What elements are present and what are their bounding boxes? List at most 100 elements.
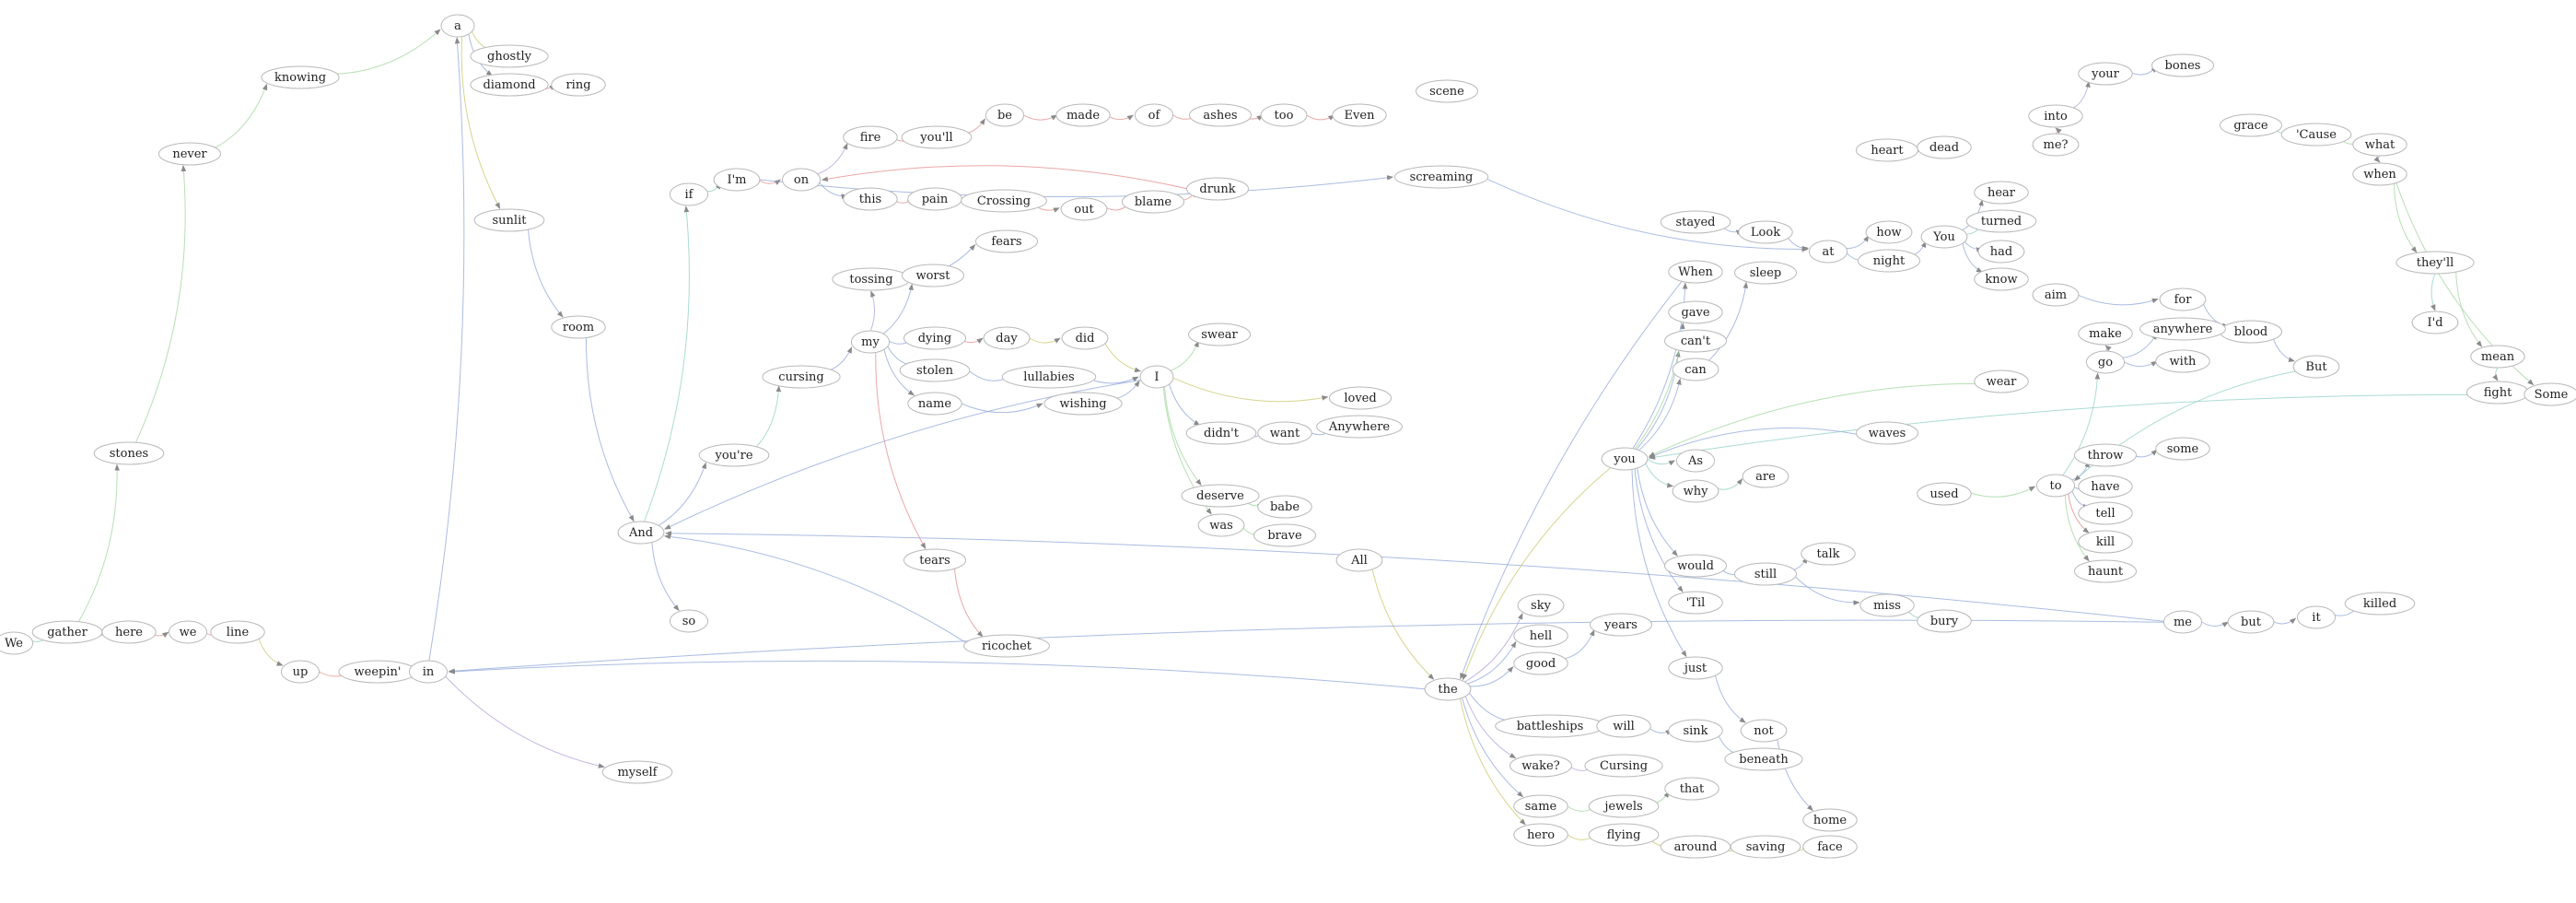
node-used[interactable]: used: [1917, 482, 1972, 506]
node-you[interactable]: You: [1920, 225, 1968, 249]
node-same[interactable]: same: [1513, 794, 1568, 818]
node-wear[interactable]: wear: [1974, 369, 2029, 393]
node-heart[interactable]: heart: [1856, 138, 1918, 162]
node-worst[interactable]: worst: [902, 264, 964, 287]
node-if[interactable]: if: [669, 182, 709, 206]
node-bury[interactable]: bury: [1917, 609, 1972, 633]
node-sky[interactable]: sky: [1517, 593, 1565, 617]
node-wishing[interactable]: wishing: [1043, 392, 1123, 416]
node-never[interactable]: never: [158, 142, 221, 166]
node-around[interactable]: around: [1660, 835, 1731, 859]
node-your[interactable]: your: [2078, 62, 2133, 86]
node-had[interactable]: had: [1977, 240, 2025, 264]
node-tell[interactable]: tell: [2078, 501, 2133, 525]
node-it[interactable]: it: [2296, 605, 2337, 629]
node-me[interactable]: me: [2162, 610, 2203, 634]
node-this[interactable]: this: [843, 187, 898, 211]
node-aim[interactable]: aim: [2032, 283, 2080, 307]
node-look[interactable]: Look: [1738, 220, 1793, 244]
node-stayed[interactable]: stayed: [1660, 210, 1731, 234]
node-some[interactable]: Some: [2524, 382, 2576, 406]
node-ashes[interactable]: ashes: [1189, 103, 1252, 127]
node-in[interactable]: in: [408, 660, 449, 684]
node-for[interactable]: for: [2159, 287, 2207, 311]
node-know[interactable]: know: [1974, 267, 2029, 291]
node-fears[interactable]: fears: [975, 229, 1038, 253]
node-a[interactable]: a: [440, 14, 475, 38]
node-face[interactable]: face: [1802, 835, 1858, 859]
node-ghostly[interactable]: ghostly: [470, 44, 549, 68]
node-stolen[interactable]: stolen: [899, 358, 971, 382]
node-lullabies[interactable]: lullabies: [1001, 365, 1097, 389]
node-bones[interactable]: bones: [2151, 53, 2214, 77]
node-blood[interactable]: blood: [2220, 320, 2282, 344]
node-swear[interactable]: swear: [1188, 322, 1251, 346]
node-go[interactable]: go: [2085, 350, 2126, 374]
node-would[interactable]: would: [1664, 554, 1727, 578]
node-saving[interactable]: saving: [1730, 835, 1801, 859]
node-anywhere[interactable]: anywhere: [2139, 317, 2226, 341]
node-youll[interactable]: you'll: [901, 125, 973, 149]
node-crossing[interactable]: Crossing: [961, 189, 1047, 213]
node-wake[interactable]: wake?: [1509, 754, 1572, 778]
node-myself[interactable]: myself: [601, 760, 673, 784]
node-just[interactable]: just: [1668, 656, 1723, 680]
node-id[interactable]: I'd: [2411, 311, 2459, 334]
node-are[interactable]: are: [1742, 464, 1789, 488]
node-miss[interactable]: miss: [1859, 593, 1915, 617]
node-sink[interactable]: sink: [1668, 719, 1723, 743]
node-want[interactable]: want: [1257, 421, 1312, 445]
node-to[interactable]: to: [2035, 474, 2076, 498]
node-beneath[interactable]: beneath: [1724, 747, 1803, 771]
node-and[interactable]: And: [617, 521, 665, 545]
node-but[interactable]: but: [2227, 610, 2275, 634]
node-not[interactable]: not: [1740, 719, 1788, 743]
node-you[interactable]: you: [1601, 447, 1649, 471]
node-throw[interactable]: throw: [2074, 443, 2137, 467]
node-fire[interactable]: fire: [843, 125, 898, 149]
node-kill[interactable]: kill: [2078, 530, 2133, 554]
node-youre[interactable]: you're: [698, 443, 770, 467]
node-will[interactable]: will: [1596, 714, 1651, 738]
node-sunlit[interactable]: sunlit: [473, 208, 545, 232]
node-here[interactable]: here: [101, 620, 157, 644]
node-as[interactable]: As: [1675, 449, 1716, 473]
node-hero[interactable]: hero: [1513, 823, 1568, 847]
node-stones[interactable]: stones: [93, 441, 165, 465]
node-the[interactable]: the: [1424, 677, 1472, 701]
node-night[interactable]: night: [1858, 249, 1920, 273]
node-screaming[interactable]: screaming: [1393, 165, 1489, 189]
node-cursing[interactable]: cursing: [762, 365, 841, 389]
node-tears[interactable]: tears: [903, 548, 966, 572]
node-me_q[interactable]: me?: [2032, 133, 2080, 157]
node-can[interactable]: can: [1672, 358, 1719, 381]
node-mean[interactable]: mean: [2470, 345, 2525, 369]
node-of[interactable]: of: [1134, 103, 1174, 127]
node-hell[interactable]: hell: [1513, 624, 1568, 648]
node-ricochet[interactable]: ricochet: [963, 634, 1050, 658]
node-i[interactable]: I: [1139, 365, 1174, 389]
node-flying[interactable]: flying: [1588, 823, 1660, 847]
node-why[interactable]: why: [1672, 479, 1719, 503]
node-blame[interactable]: blame: [1122, 190, 1184, 214]
node-killed[interactable]: killed: [2344, 592, 2416, 616]
node-all[interactable]: All: [1335, 548, 1383, 572]
node-theyll[interactable]: they'll: [2395, 251, 2475, 275]
node-turned[interactable]: turned: [1965, 209, 2037, 233]
node-cursing[interactable]: Cursing: [1584, 754, 1663, 778]
node-be[interactable]: be: [985, 103, 1025, 127]
node-dying[interactable]: dying: [903, 326, 966, 350]
node-at[interactable]: at: [1808, 240, 1848, 264]
node-what[interactable]: what: [2352, 133, 2407, 157]
node-diamond[interactable]: diamond: [470, 73, 549, 97]
node-even[interactable]: Even: [1332, 103, 1387, 127]
node-weepin[interactable]: weepin': [338, 660, 417, 684]
node-gave[interactable]: gave: [1668, 300, 1723, 324]
node-anywhere[interactable]: Anywhere: [1316, 415, 1403, 439]
node-name[interactable]: name: [907, 392, 962, 416]
node-years[interactable]: years: [1590, 613, 1652, 637]
node-talk[interactable]: talk: [1801, 542, 1856, 566]
node-til[interactable]: 'Til: [1668, 591, 1723, 615]
node-that[interactable]: that: [1664, 777, 1719, 801]
node-was[interactable]: was: [1197, 513, 1245, 537]
